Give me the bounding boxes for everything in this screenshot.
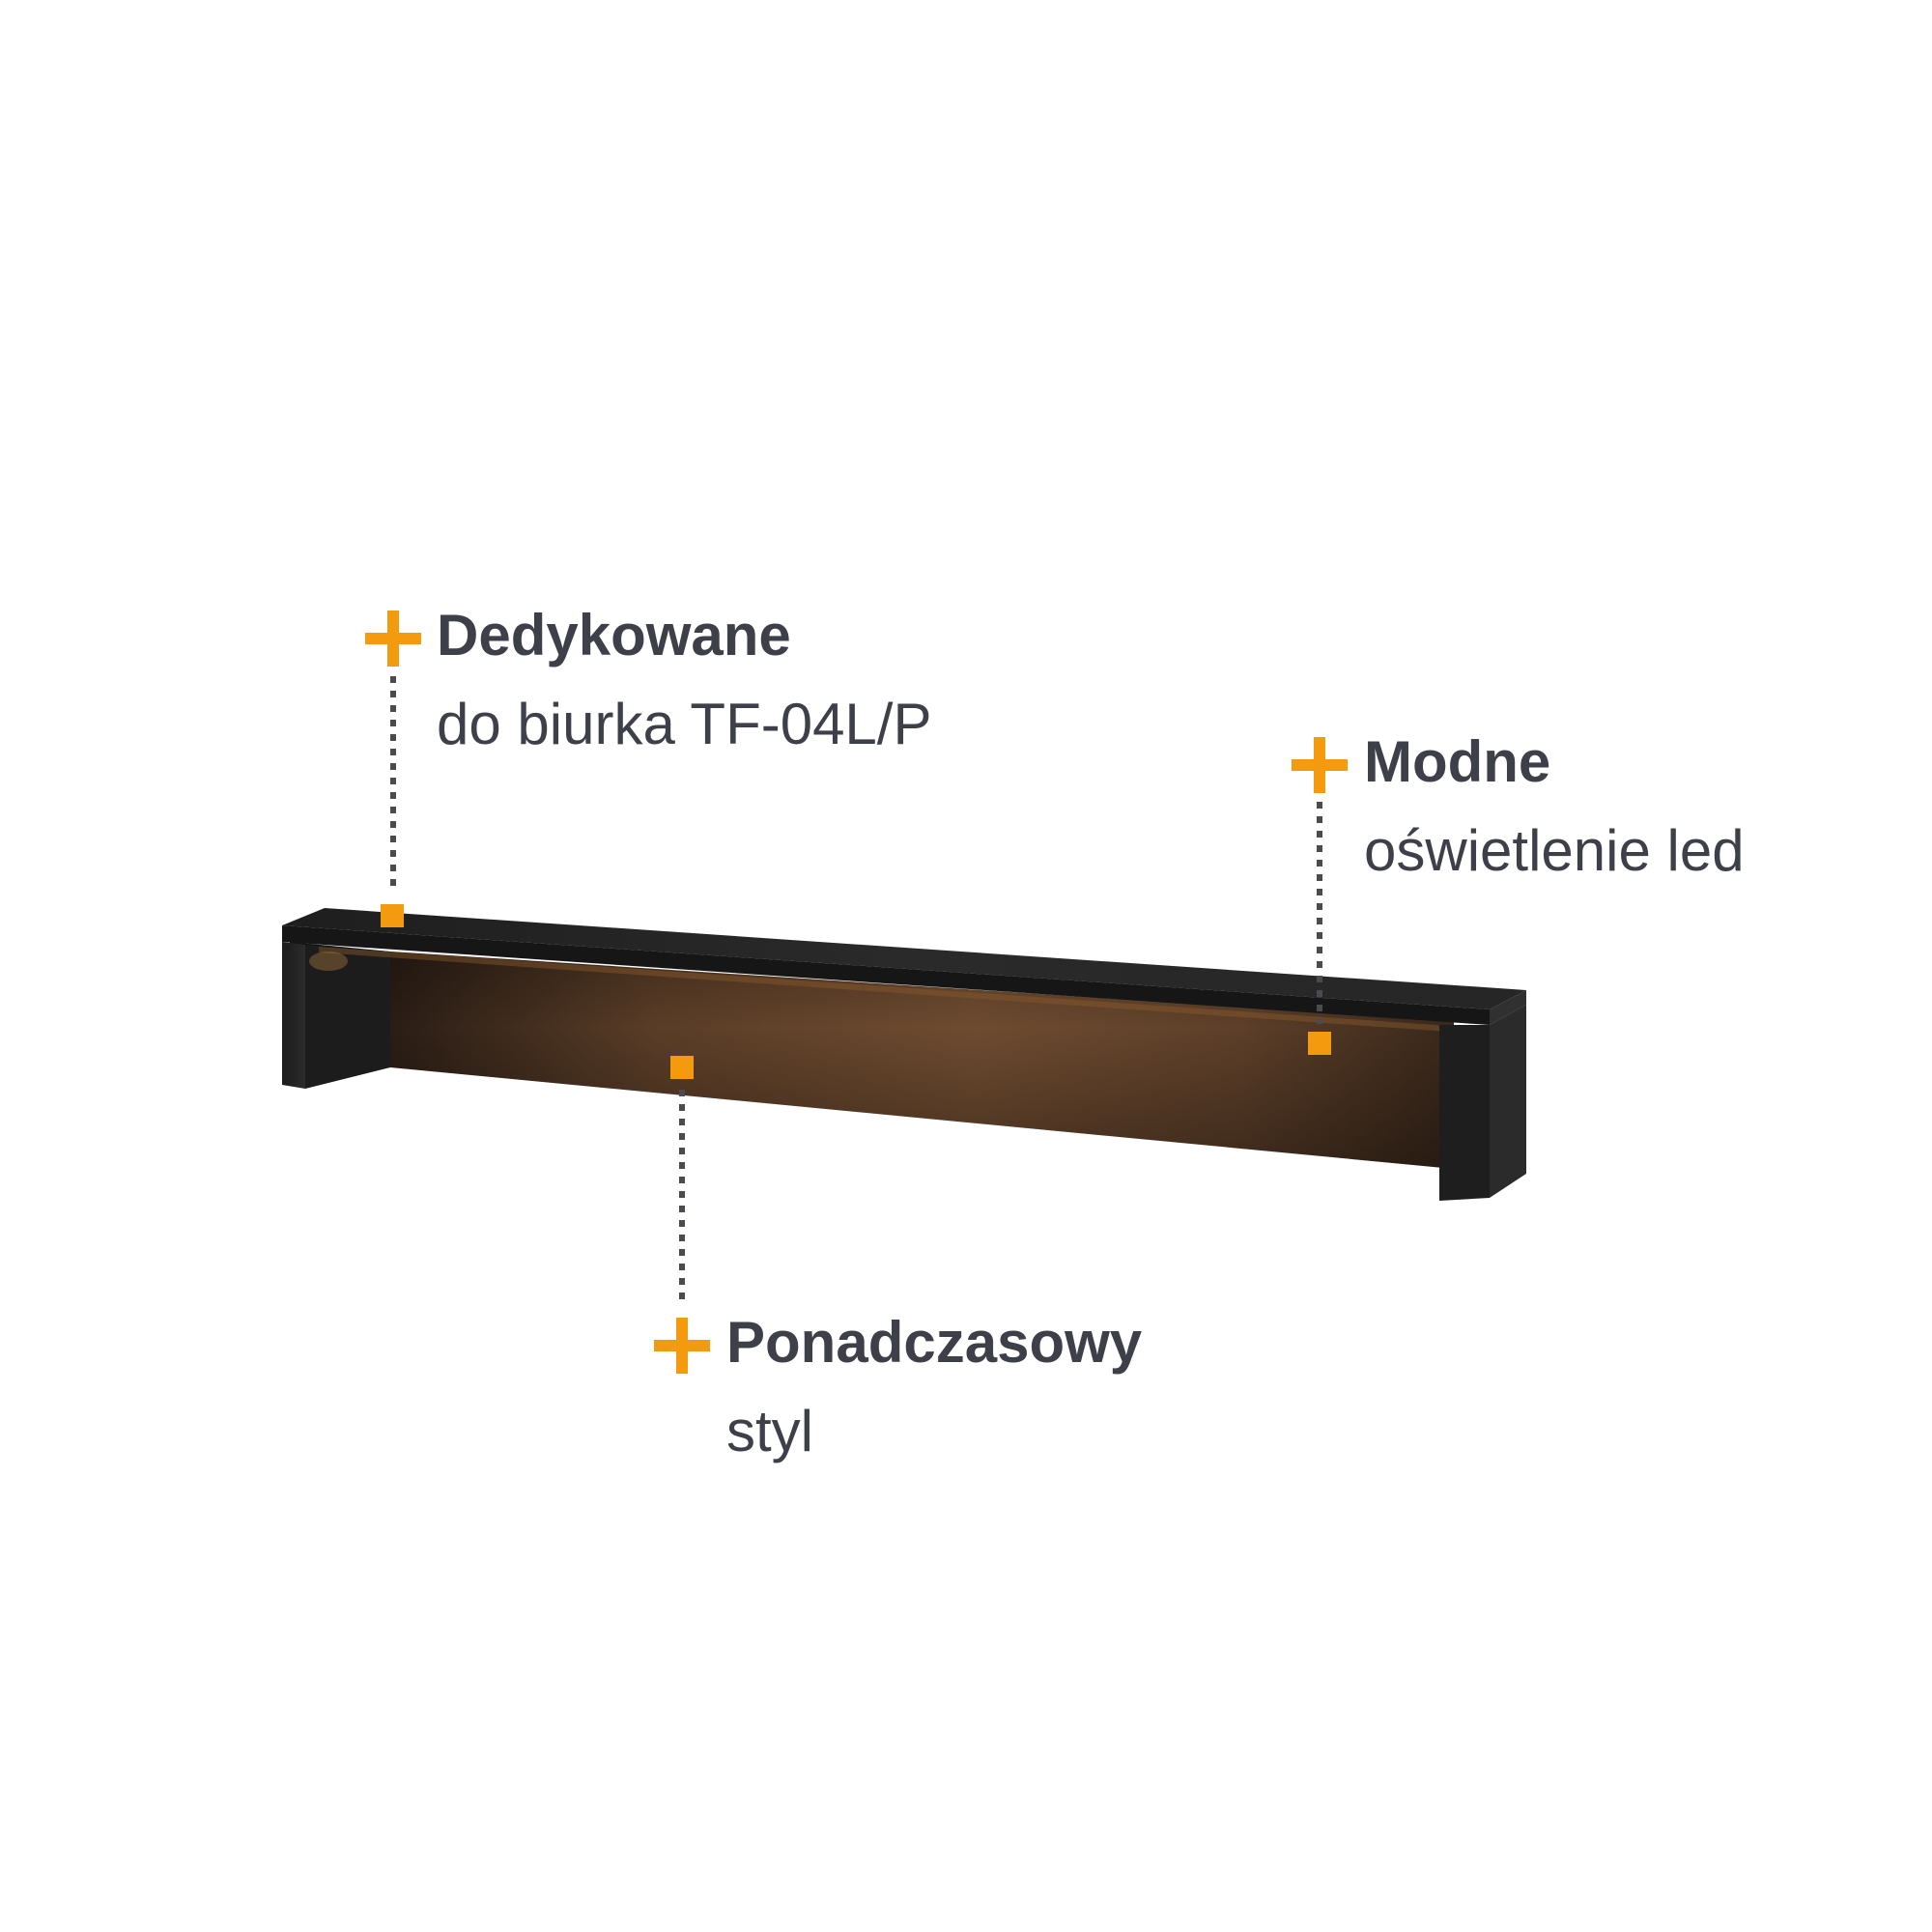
- shelf-top: [282, 908, 1526, 1009]
- callout-subtitle: oświetlenie led: [1364, 818, 1745, 883]
- callout-subtitle: styl: [726, 1399, 813, 1463]
- feature-marker: [1308, 1032, 1331, 1055]
- callout-title: Modne: [1364, 729, 1551, 794]
- callout-subtitle: do biurka TF-04L/P: [437, 692, 932, 756]
- leader-line: [1317, 802, 1322, 1024]
- callout-title: Ponadczasowy: [726, 1310, 1143, 1375]
- callout-title: Dedykowane: [437, 603, 791, 668]
- right-leg: [1439, 1025, 1490, 1201]
- feature-marker: [670, 1056, 694, 1079]
- leader-line: [390, 676, 396, 894]
- plus-icon: [654, 1318, 710, 1374]
- plus-icon: [1292, 737, 1348, 793]
- leader-line: [679, 1090, 685, 1302]
- left-leg: [282, 942, 305, 1089]
- feature-marker: [381, 904, 404, 927]
- plus-icon: [365, 611, 421, 667]
